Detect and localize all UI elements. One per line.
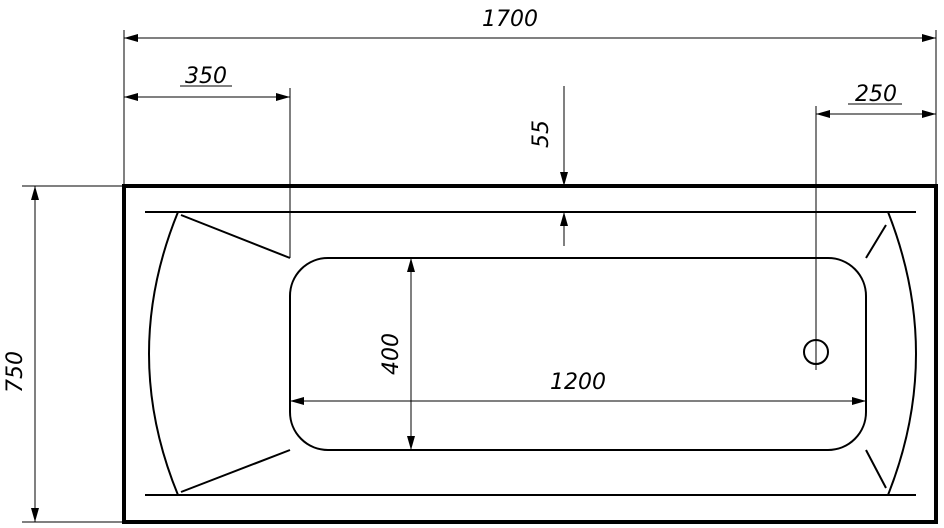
dim-text-750: 750	[3, 351, 28, 393]
tub-left-curve	[148, 211, 179, 496]
slope-line-top-left	[180, 214, 291, 259]
dim-text-350: 350	[185, 64, 227, 89]
tub-inner-basin	[289, 257, 867, 451]
dim-text-250: 250	[855, 82, 897, 107]
tub-outer-outline	[122, 184, 938, 524]
dim-text-400: 400	[379, 333, 404, 375]
slope-line-bottom-right	[865, 449, 887, 489]
dim-text-1700: 1700	[482, 7, 538, 32]
dim-text-55: 55	[529, 120, 554, 148]
tub-right-curve	[887, 211, 917, 496]
slope-line-top-right	[865, 224, 887, 259]
dim-text-1200: 1200	[550, 370, 606, 395]
slope-line-bottom-left	[180, 449, 291, 493]
